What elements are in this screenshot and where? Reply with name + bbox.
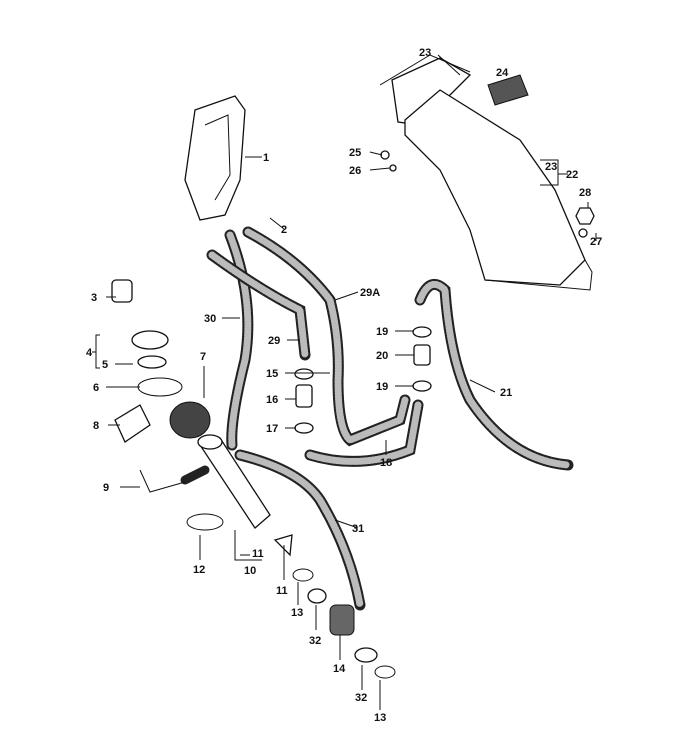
callout-23b: 23 xyxy=(545,161,557,173)
callout-29: 29 xyxy=(268,335,280,347)
leader-lines xyxy=(92,54,597,710)
callout-labels: 1 2 3 4 5 6 7 8 9 10 11 11 12 13 13 14 1… xyxy=(86,47,602,724)
callout-19a: 19 xyxy=(376,326,388,338)
callout-19b: 19 xyxy=(376,381,388,393)
callout-6: 6 xyxy=(93,382,99,394)
callout-17: 17 xyxy=(266,423,278,435)
callout-8: 8 xyxy=(93,420,99,432)
callout-23a: 23 xyxy=(419,47,431,59)
callout-29a: 29A xyxy=(360,287,380,299)
callout-11a: 11 xyxy=(252,548,264,560)
hose-29 xyxy=(206,249,311,361)
callout-30: 30 xyxy=(204,313,216,325)
callout-25: 25 xyxy=(349,147,361,159)
callout-16: 16 xyxy=(266,394,278,406)
air-duct-part xyxy=(379,54,593,291)
fuel-cap-parts xyxy=(111,279,211,493)
vent-container-part xyxy=(184,95,246,221)
callout-4: 4 xyxy=(86,347,93,359)
callout-26: 26 xyxy=(349,165,361,177)
callout-32a: 32 xyxy=(309,635,321,647)
callout-1: 1 xyxy=(263,152,269,164)
filler-pipe-part xyxy=(180,434,271,529)
callout-14: 14 xyxy=(333,663,346,675)
callout-13a: 13 xyxy=(291,607,303,619)
hose-18 xyxy=(304,399,424,467)
callout-2: 2 xyxy=(281,224,287,236)
callout-21: 21 xyxy=(500,387,512,399)
clamps-and-sleeves xyxy=(186,150,595,679)
check-valve-20 xyxy=(412,326,432,392)
hose-31 xyxy=(234,449,366,611)
callout-20: 20 xyxy=(376,350,388,362)
callout-3: 3 xyxy=(91,292,97,304)
hose-29A xyxy=(242,226,411,447)
check-valve-16 xyxy=(294,368,314,434)
callout-28: 28 xyxy=(579,187,591,199)
callout-9: 9 xyxy=(103,482,109,494)
rubber-pad-part xyxy=(487,74,529,106)
callout-27: 27 xyxy=(590,236,602,248)
callout-15: 15 xyxy=(266,368,278,380)
callout-7: 7 xyxy=(200,351,206,363)
callout-12: 12 xyxy=(193,564,205,576)
callout-5: 5 xyxy=(102,359,108,371)
callout-22: 22 xyxy=(566,169,578,181)
callout-10: 10 xyxy=(244,565,256,577)
hose-21 xyxy=(414,278,574,471)
callout-31: 31 xyxy=(352,523,364,535)
callout-18: 18 xyxy=(380,457,392,469)
callout-24: 24 xyxy=(496,67,509,79)
callout-13b: 13 xyxy=(374,712,386,724)
callout-11b: 11 xyxy=(276,585,288,597)
callout-32b: 32 xyxy=(355,692,367,704)
